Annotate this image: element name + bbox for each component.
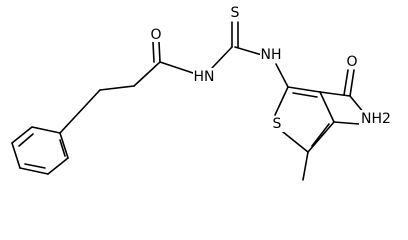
atom-carboxamide-nh2: NH2: [361, 111, 391, 127]
atom-carboxamide-o: O: [346, 54, 357, 70]
label-bg-nh2: [359, 110, 393, 126]
label-bg-hn: [193, 68, 215, 84]
label-bg-s-thio: [228, 4, 242, 20]
bond-th-d1: [292, 92, 318, 98]
bond-chain-3: [133, 61, 161, 87]
bond-amide-o1: [349, 69, 355, 97]
bond-th-d2: [311, 123, 330, 147]
bond-th-1: [274, 86, 289, 116]
atom-labels: S NH HN O O NH2 S: [149, 4, 393, 132]
bond-co-1: [158, 41, 161, 63]
structure-canvas: S NH HN O O NH2 S: [11, 4, 393, 181]
label-bg-nh: [260, 46, 282, 62]
bond-ph-3: [59, 132, 69, 159]
bond-ph-inner-2: [59, 139, 66, 157]
bond-ph-2: [31, 126, 61, 134]
bond-nh-th: [275, 63, 289, 88]
atom-thiocarbonyl-s: S: [231, 5, 240, 21]
bond-co-2: [152, 41, 155, 63]
atom-carbonyl-o: O: [150, 27, 161, 43]
molecule-structure: S NH HN O O NH2 S: [11, 4, 393, 181]
atom-thiophene-s: S: [273, 116, 282, 132]
bond-th-3: [307, 121, 335, 153]
bond-c-nh: [159, 61, 197, 75]
atom-thiourea-nh: NH: [261, 47, 282, 63]
bond-nh-cs: [211, 46, 233, 69]
label-bg-o-right: [345, 53, 359, 69]
bond-th-2: [282, 131, 309, 153]
bond-amide-o2: [343, 69, 349, 96]
label-bg-o-left: [149, 26, 163, 42]
label-bg-s-ring: [270, 116, 284, 132]
bond-chain-2: [99, 85, 135, 91]
bond-ph-inner-1: [18, 133, 34, 147]
bond-ph-5: [19, 167, 49, 175]
bond-methyl-4: [333, 121, 360, 125]
bond-th-5: [287, 86, 321, 93]
bond-cs-nh: [234, 46, 263, 56]
bond-ph-inner-3: [24, 163, 46, 169]
bond-ph-1: [11, 126, 33, 144]
bond-ph-6: [11, 142, 21, 169]
bond-ph-4: [47, 157, 69, 175]
bond-th-4: [319, 91, 335, 123]
atom-amide-hn: HN: [194, 69, 215, 85]
bonds: [11, 21, 365, 181]
bond-amide-c: [319, 91, 351, 97]
bond-chain-1: [59, 89, 101, 134]
bond-methyl-5: [302, 151, 309, 181]
